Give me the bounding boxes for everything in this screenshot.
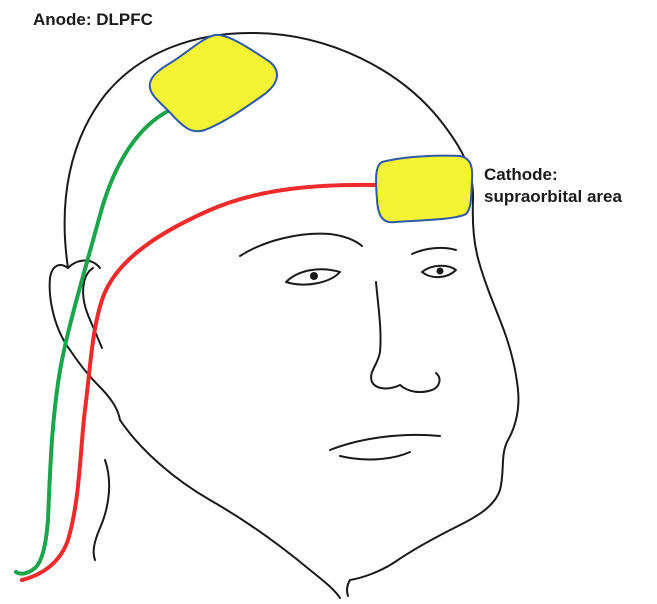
cathode-label-line1: Cathode: — [484, 164, 622, 186]
nose-contour — [371, 282, 400, 388]
right-brow — [412, 248, 456, 254]
nostril-contour — [400, 373, 439, 392]
mouth-upper — [330, 435, 440, 450]
anode-electrode — [150, 35, 277, 131]
left-brow — [240, 234, 362, 256]
jaw-contour — [347, 580, 350, 596]
right-pupil — [437, 268, 444, 275]
cathode-label: Cathode: supraorbital area — [484, 164, 622, 208]
anode-label: Anode: DLPFC — [33, 9, 153, 31]
cathode-electrode — [376, 156, 472, 223]
cheek-contour — [120, 420, 340, 598]
cathode-wire — [22, 185, 378, 580]
head-outline — [50, 33, 519, 598]
cranium-contour — [65, 33, 519, 580]
mouth-lower — [340, 452, 410, 459]
cathode-label-line2: supraorbital area — [484, 186, 622, 208]
electrodes — [150, 35, 472, 222]
back-neck-contour — [94, 460, 110, 560]
wires — [16, 110, 378, 580]
left-pupil — [310, 272, 318, 280]
